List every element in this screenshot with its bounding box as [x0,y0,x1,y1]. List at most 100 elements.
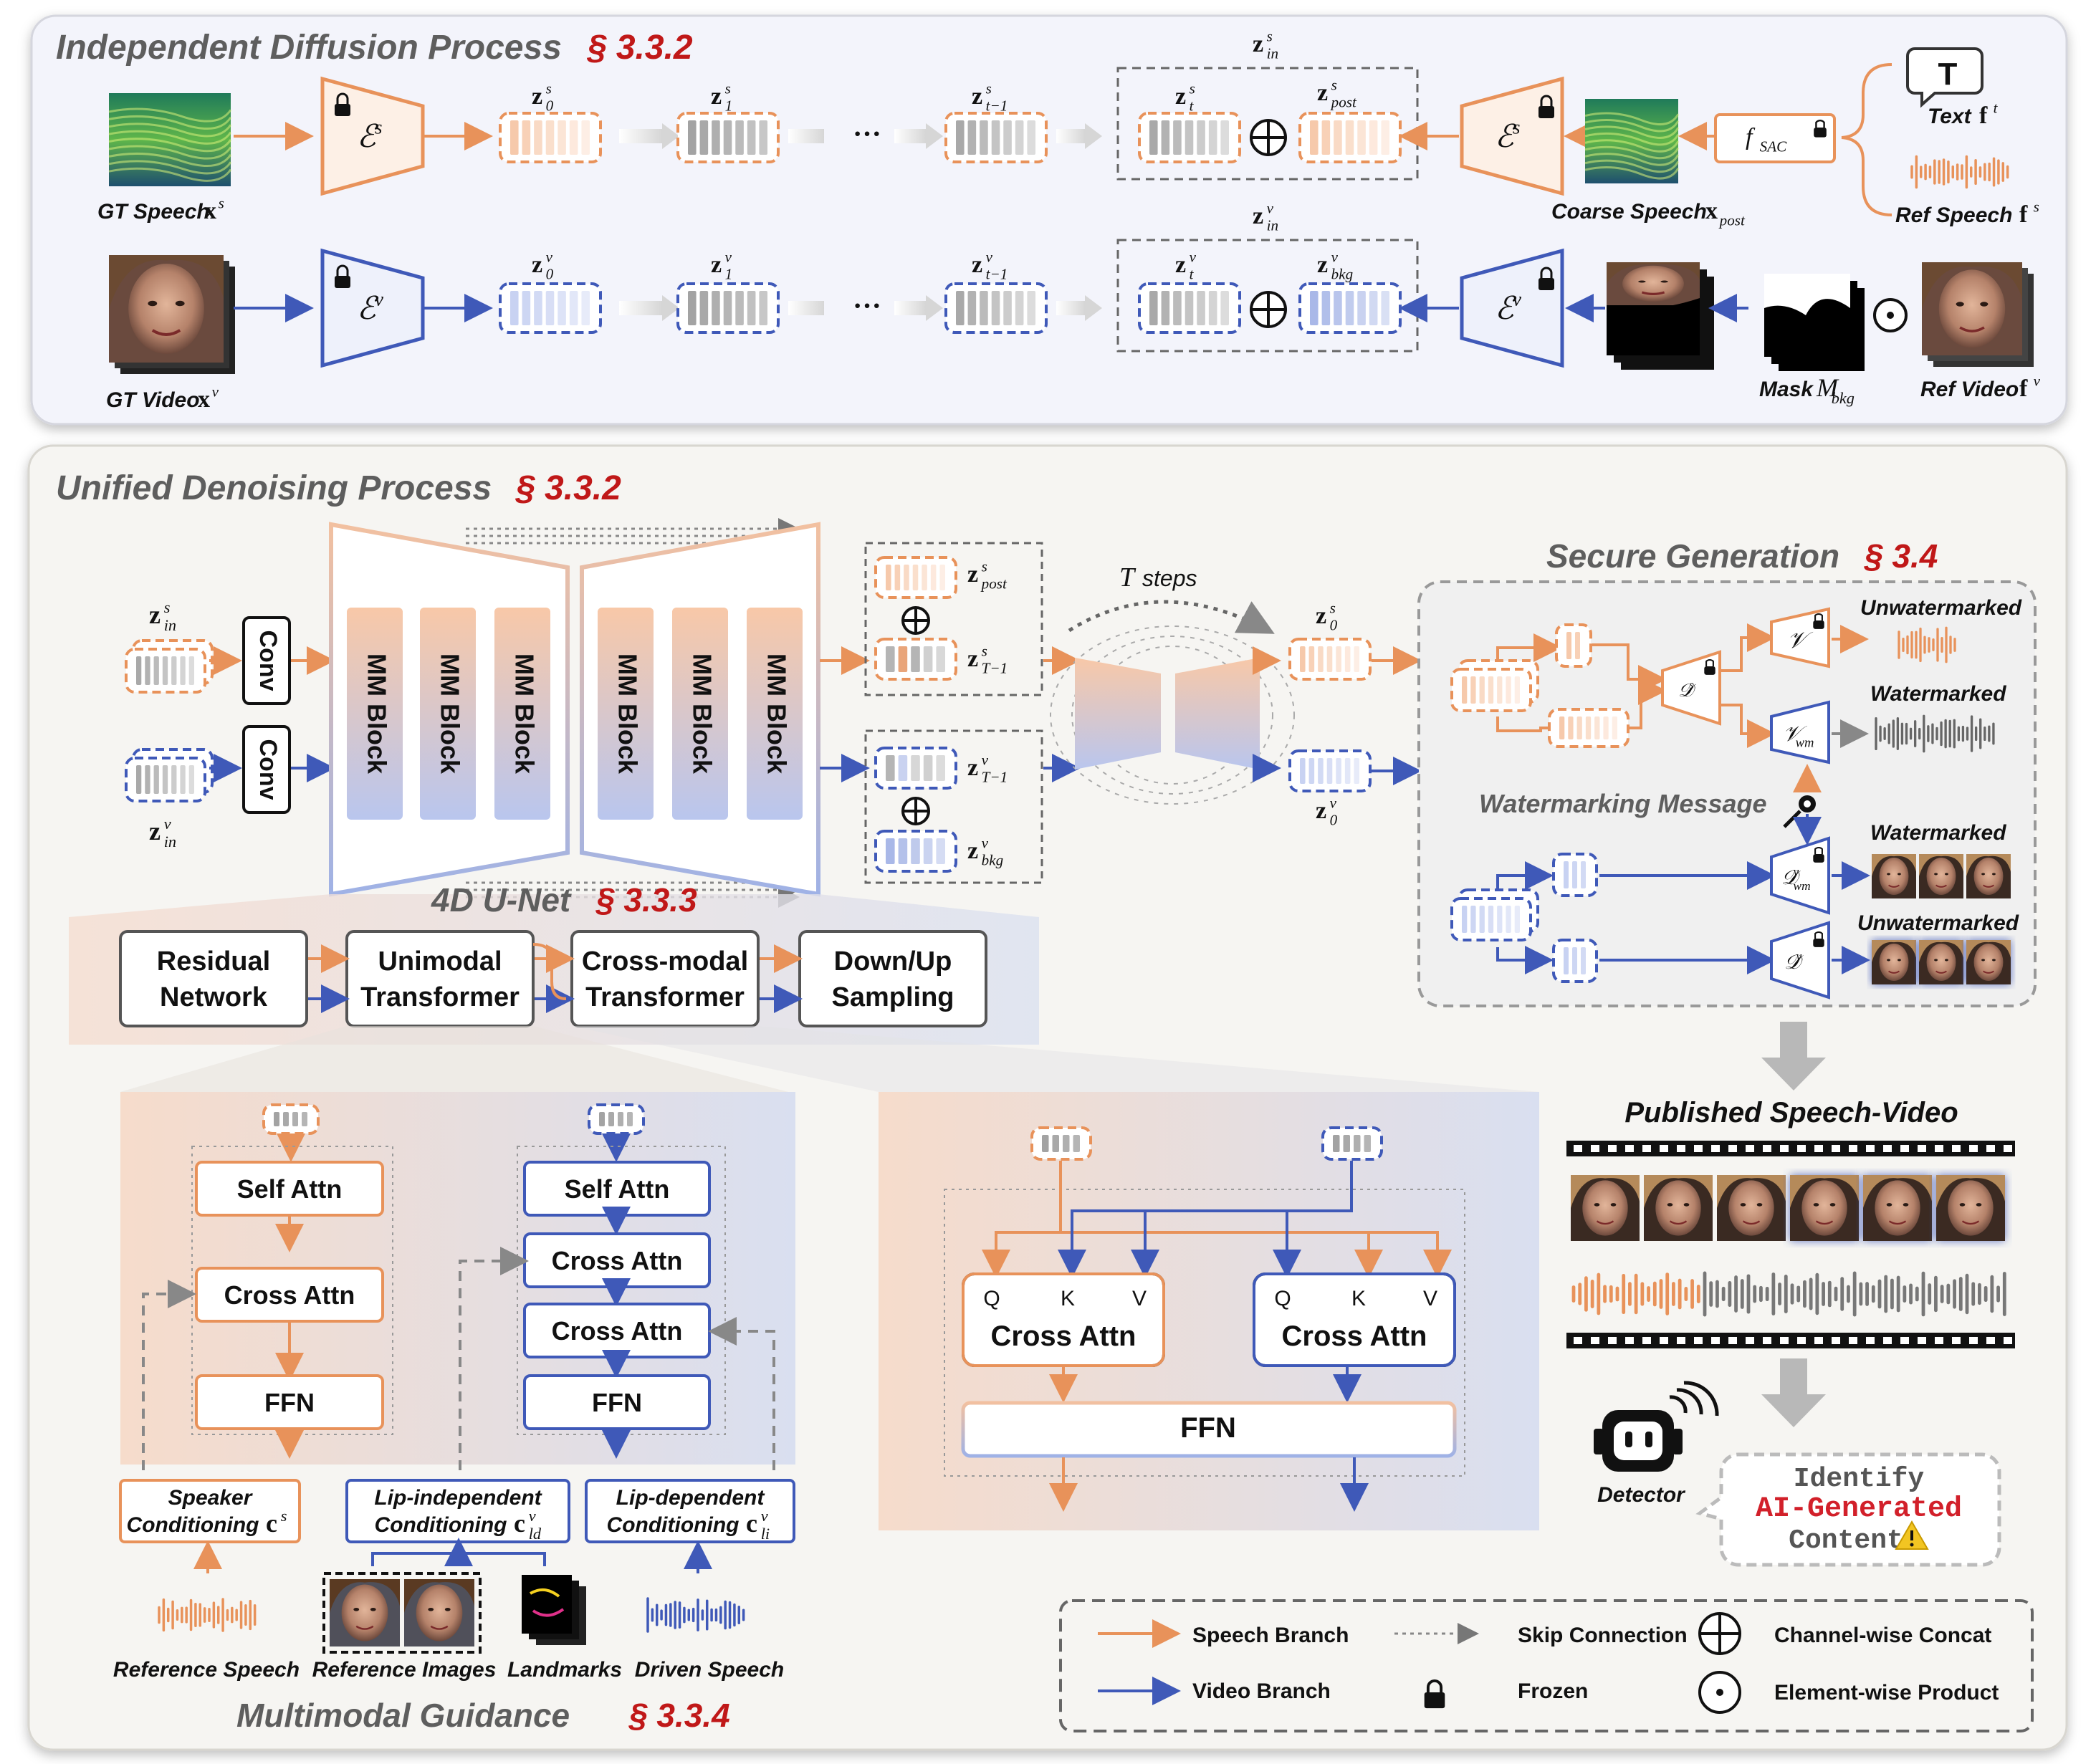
face-eye [1980,302,1989,307]
spec-harmonic [108,152,232,167]
face-hair [1936,1175,2005,1208]
face-eye [1610,1203,1617,1207]
latent-bar [162,656,168,685]
unet-component-line2: Sampling [831,982,954,1012]
lock-body [1538,278,1554,290]
latent-bar [688,120,697,155]
film-hole [1625,1145,1634,1152]
speech-ffn: FFN [195,1374,384,1430]
spec-harmonic [1584,119,1680,133]
key-icon [1783,795,1816,828]
face-mouth [151,329,181,336]
lock-icon [1813,847,1824,863]
block-label: Self Attn [565,1174,670,1204]
unet-component-box [570,930,760,1027]
lock-shackle [1815,120,1825,128]
robot-ear [1673,1429,1683,1454]
film-hole [1866,1145,1875,1152]
latent-bar [1488,676,1494,704]
latent-bar [1149,120,1158,155]
latent-frame [262,1103,320,1135]
math-sup: v [725,249,732,266]
film-hole [1608,1337,1617,1344]
face-mouth [1596,1220,1614,1225]
latent-bar [618,1112,623,1126]
latent-bar [1197,291,1205,325]
latent-bar [1052,1135,1059,1152]
reference-speech-label: Reference Speech [113,1658,300,1682]
latent-bar [1208,291,1217,325]
lip-independent-arrow [459,1247,529,1470]
encoder-v-symbol: ℰv [1495,289,1522,326]
latent-bar [1364,1135,1371,1152]
spec-harmonic [1584,153,1680,166]
lock-body [1704,666,1715,675]
film-hole [1711,1337,1720,1344]
label: GT Video [106,388,200,412]
face-eye [1887,959,1891,962]
latent-frame [1321,1126,1383,1161]
detector-robot-icon [1594,1381,1719,1472]
latent-bar [1585,716,1592,739]
latent-bar [1354,758,1359,784]
latent-bar [558,120,566,155]
latent-bar [886,755,895,781]
face-hair [1919,854,1963,876]
latent-frame [1030,1126,1092,1161]
mm-block-label: MM Block [362,653,391,775]
published-waveform [1571,1271,2006,1317]
conv-label: Conv [254,739,282,800]
latent-bar [1063,1135,1070,1152]
latent-bar [911,646,920,672]
math-sup: v [212,383,219,401]
face-mouth [1983,970,1994,974]
section-ref: § 3.3.2 [587,29,693,67]
latent-bar [274,1112,279,1126]
latent-bar [747,291,756,325]
face-eye [148,300,158,307]
diffusion-step-arrow [788,129,824,143]
mm-block [347,608,403,820]
math-base: z [972,83,982,110]
film-hole [1900,1145,1909,1152]
math-base: M [1816,373,1839,402]
robot-face [1614,1422,1662,1460]
diffusion-step-arrow-head [1085,123,1102,149]
face-skin [1622,265,1684,302]
latent-bar [939,565,945,590]
latent-bar [1027,291,1035,325]
latent-z0-video [499,282,602,334]
math-base: z [532,83,542,110]
latent-bar [923,838,933,864]
face-mouth [1669,1220,1688,1225]
math-sup: v [1513,289,1522,310]
math-base: f [1979,102,1988,129]
landmarks-icon [522,1575,586,1645]
latent-bar [1354,646,1359,672]
t-steps-sym: T [1119,562,1136,593]
conditioning-line1: Speaker [168,1486,254,1510]
face-eye [1934,959,1938,962]
latent-bar [1300,646,1306,672]
conditioning-line2: Conditioning [375,1513,507,1537]
ffn-border [961,1401,1457,1458]
latent-bar [145,765,150,794]
math-sup: v [546,249,553,266]
watermarked-frame [1966,854,2011,898]
math-sup: s [1331,77,1337,94]
unwatermarked-audio-wave [1898,626,1956,663]
legend-box [1059,1599,2034,1732]
label: GT Speech [97,200,210,224]
face-eye [1981,959,1986,962]
face-skin [1655,1180,1701,1236]
latent-bar [1161,291,1170,325]
latent-bar [1357,120,1366,155]
video-output-group [864,729,1043,884]
latent-z0-video-out [1288,749,1372,792]
latent-bar [1603,716,1609,739]
film-strip-bottom [1566,1333,2015,1348]
